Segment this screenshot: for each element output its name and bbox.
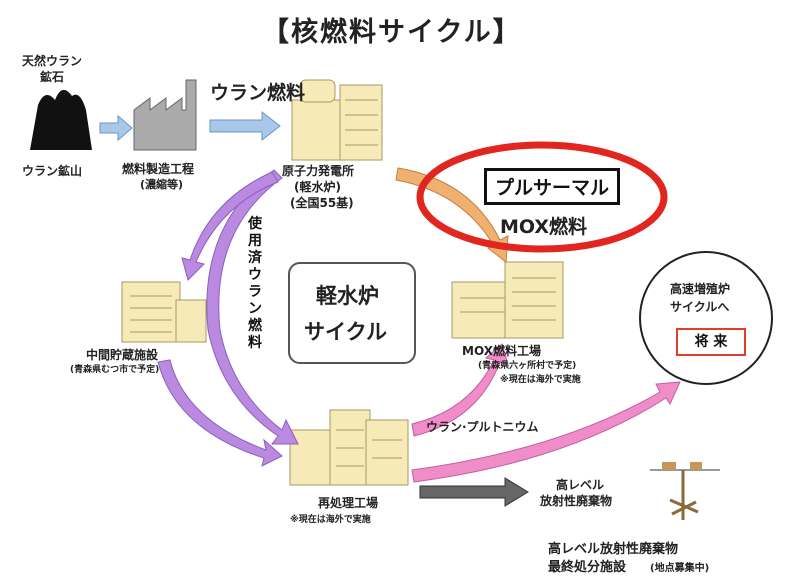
npp-sublabel: (軽水炉) xyxy=(294,180,341,194)
disposal-label: 高レベル放射性廃棄物 xyxy=(548,542,679,557)
reprocessing-building-icon xyxy=(289,409,409,486)
spent-fuel-char: ン xyxy=(248,301,262,317)
interim-storage-sublabel: (青森県むつ市で予定) xyxy=(70,365,160,375)
fuel-factory-icon xyxy=(133,79,197,151)
npp-label: 原子力発電所 xyxy=(282,164,355,178)
hlw-label: 高レベル xyxy=(556,478,605,492)
arrow-factory-to-npp xyxy=(209,110,281,142)
pluthermal-label: プルサーマル xyxy=(484,168,621,205)
mine-mountain-icon xyxy=(30,89,92,150)
disposal-note: (地点募集中) xyxy=(650,563,710,574)
arrow-mine-to-factory xyxy=(99,114,133,142)
disposal-site-icon xyxy=(650,462,720,520)
mox-plant-sublabel: (青森県六ヶ所村で予定) xyxy=(478,361,577,371)
natural-uranium-label: 天然ウラン xyxy=(22,54,83,68)
reprocessing-label: 再処理工場 xyxy=(318,496,379,510)
spent-fuel-char: ラ xyxy=(248,284,262,300)
lwr-cycle-label-2: サイクル xyxy=(304,320,387,344)
lwr-cycle-label: 軽水炉 xyxy=(316,284,379,308)
fbr-circle xyxy=(639,251,773,385)
spent-fuel-char: 使 xyxy=(248,216,262,232)
future-badge: 将 来 xyxy=(676,328,746,356)
pluthermal-highlight-ellipse xyxy=(416,141,668,253)
arrow-npp-to-mox-plant xyxy=(395,167,509,263)
fuel-fab-sublabel: (濃縮等) xyxy=(140,178,184,191)
arrow-reprocessing-to-fbr xyxy=(411,381,681,483)
fbr-label-2: サイクルへ xyxy=(670,300,730,314)
uranium-plutonium-label: ウラン·プルトニウム xyxy=(426,420,539,434)
arrow-npp-to-storage xyxy=(181,171,279,281)
arrow-reprocessing-to-mox-plant xyxy=(411,343,509,437)
natural-uranium-label-2: 鉱石 xyxy=(40,70,65,84)
uranium-fuel-label: ウラン燃料 xyxy=(210,82,306,104)
uranium-mine-label: ウラン鉱山 xyxy=(22,164,83,178)
fbr-label: 高速増殖炉 xyxy=(670,282,731,296)
npp-building-icon xyxy=(291,79,383,161)
hlw-label-2: 放射性廃棄物 xyxy=(540,494,613,508)
fuel-fab-label: 燃料製造工程 xyxy=(122,162,195,176)
arrow-reprocessing-to-hlw xyxy=(419,477,529,507)
interim-storage-building-icon xyxy=(121,281,207,343)
spent-fuel-char: 料 xyxy=(248,335,262,351)
mox-plant-label: MOX燃料工場 xyxy=(462,344,541,358)
arrow-npp-to-reprocessing xyxy=(206,169,299,445)
interim-storage-label: 中間貯蔵施設 xyxy=(86,348,159,362)
mox-plant-note: ※現在は海外で実施 xyxy=(500,375,581,385)
arrow-storage-to-reprocessing xyxy=(157,359,283,467)
spent-fuel-char: 燃 xyxy=(248,318,262,334)
lwr-cycle-box xyxy=(288,262,416,364)
spent-fuel-char: 用 xyxy=(248,233,262,249)
spent-fuel-vertical-label: 使 用 済 ウ ラ ン 燃 料 xyxy=(246,216,264,352)
spent-fuel-char: 済 xyxy=(248,250,262,266)
npp-count: (全国55基) xyxy=(290,196,354,210)
reprocessing-note: ※現在は海外で実施 xyxy=(290,515,371,525)
spent-fuel-char: ウ xyxy=(248,267,262,283)
mox-fuel-label: MOX燃料 xyxy=(500,216,588,238)
page-title: 【核燃料サイクル】 xyxy=(262,17,522,48)
mox-plant-building-icon xyxy=(451,261,564,339)
disposal-label-2: 最終処分施設 xyxy=(548,560,627,575)
